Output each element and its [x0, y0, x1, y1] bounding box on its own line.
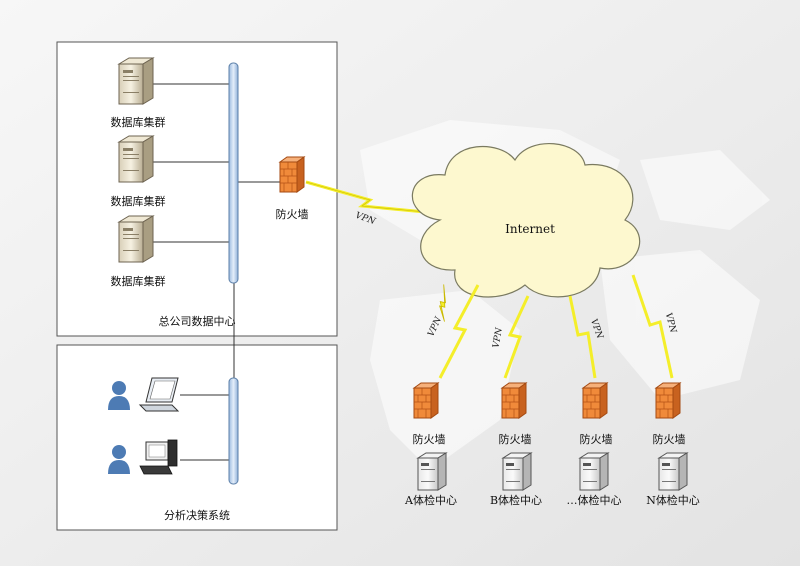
firewall-label: 防火墙 — [652, 433, 686, 446]
server-label: 数据库集群 — [110, 116, 166, 129]
hq-network-bus — [228, 62, 239, 284]
firewall-icon — [582, 382, 608, 419]
center-name: B体检中心 — [489, 494, 543, 507]
center-server-icon — [417, 452, 447, 491]
center-name: N体检中心 — [646, 494, 700, 507]
firewall-icon — [501, 382, 527, 419]
database-server-icon — [118, 57, 154, 105]
server-label: 数据库集群 — [110, 195, 166, 208]
firewall-label: 防火墙 — [579, 433, 613, 446]
firewall-label: 防火墙 — [412, 433, 446, 446]
database-server-icon — [118, 215, 154, 263]
center-name: A体检中心 — [405, 494, 457, 507]
center-name: …体检中心 — [566, 494, 622, 507]
firewall-icon — [413, 382, 439, 419]
analysis-panel — [56, 344, 338, 531]
laptop-icon — [138, 377, 180, 412]
firewall-icon — [655, 382, 681, 419]
hq-title: 总公司数据中心 — [158, 315, 236, 328]
internet-cloud — [411, 142, 641, 298]
internet-label: Internet — [505, 222, 555, 236]
database-server-icon — [118, 135, 154, 183]
analysis-network-bus — [228, 377, 239, 485]
hq-firewall-icon — [279, 156, 305, 193]
firewall-label: 防火墙 — [275, 208, 309, 221]
center-server-icon — [658, 452, 688, 491]
analysis-title: 分析决策系统 — [164, 509, 230, 522]
desktop-computer-icon — [139, 439, 178, 475]
firewall-label: 防火墙 — [498, 433, 532, 446]
center-server-icon — [502, 452, 532, 491]
center-server-icon — [579, 452, 609, 491]
server-label: 数据库集群 — [110, 275, 166, 288]
